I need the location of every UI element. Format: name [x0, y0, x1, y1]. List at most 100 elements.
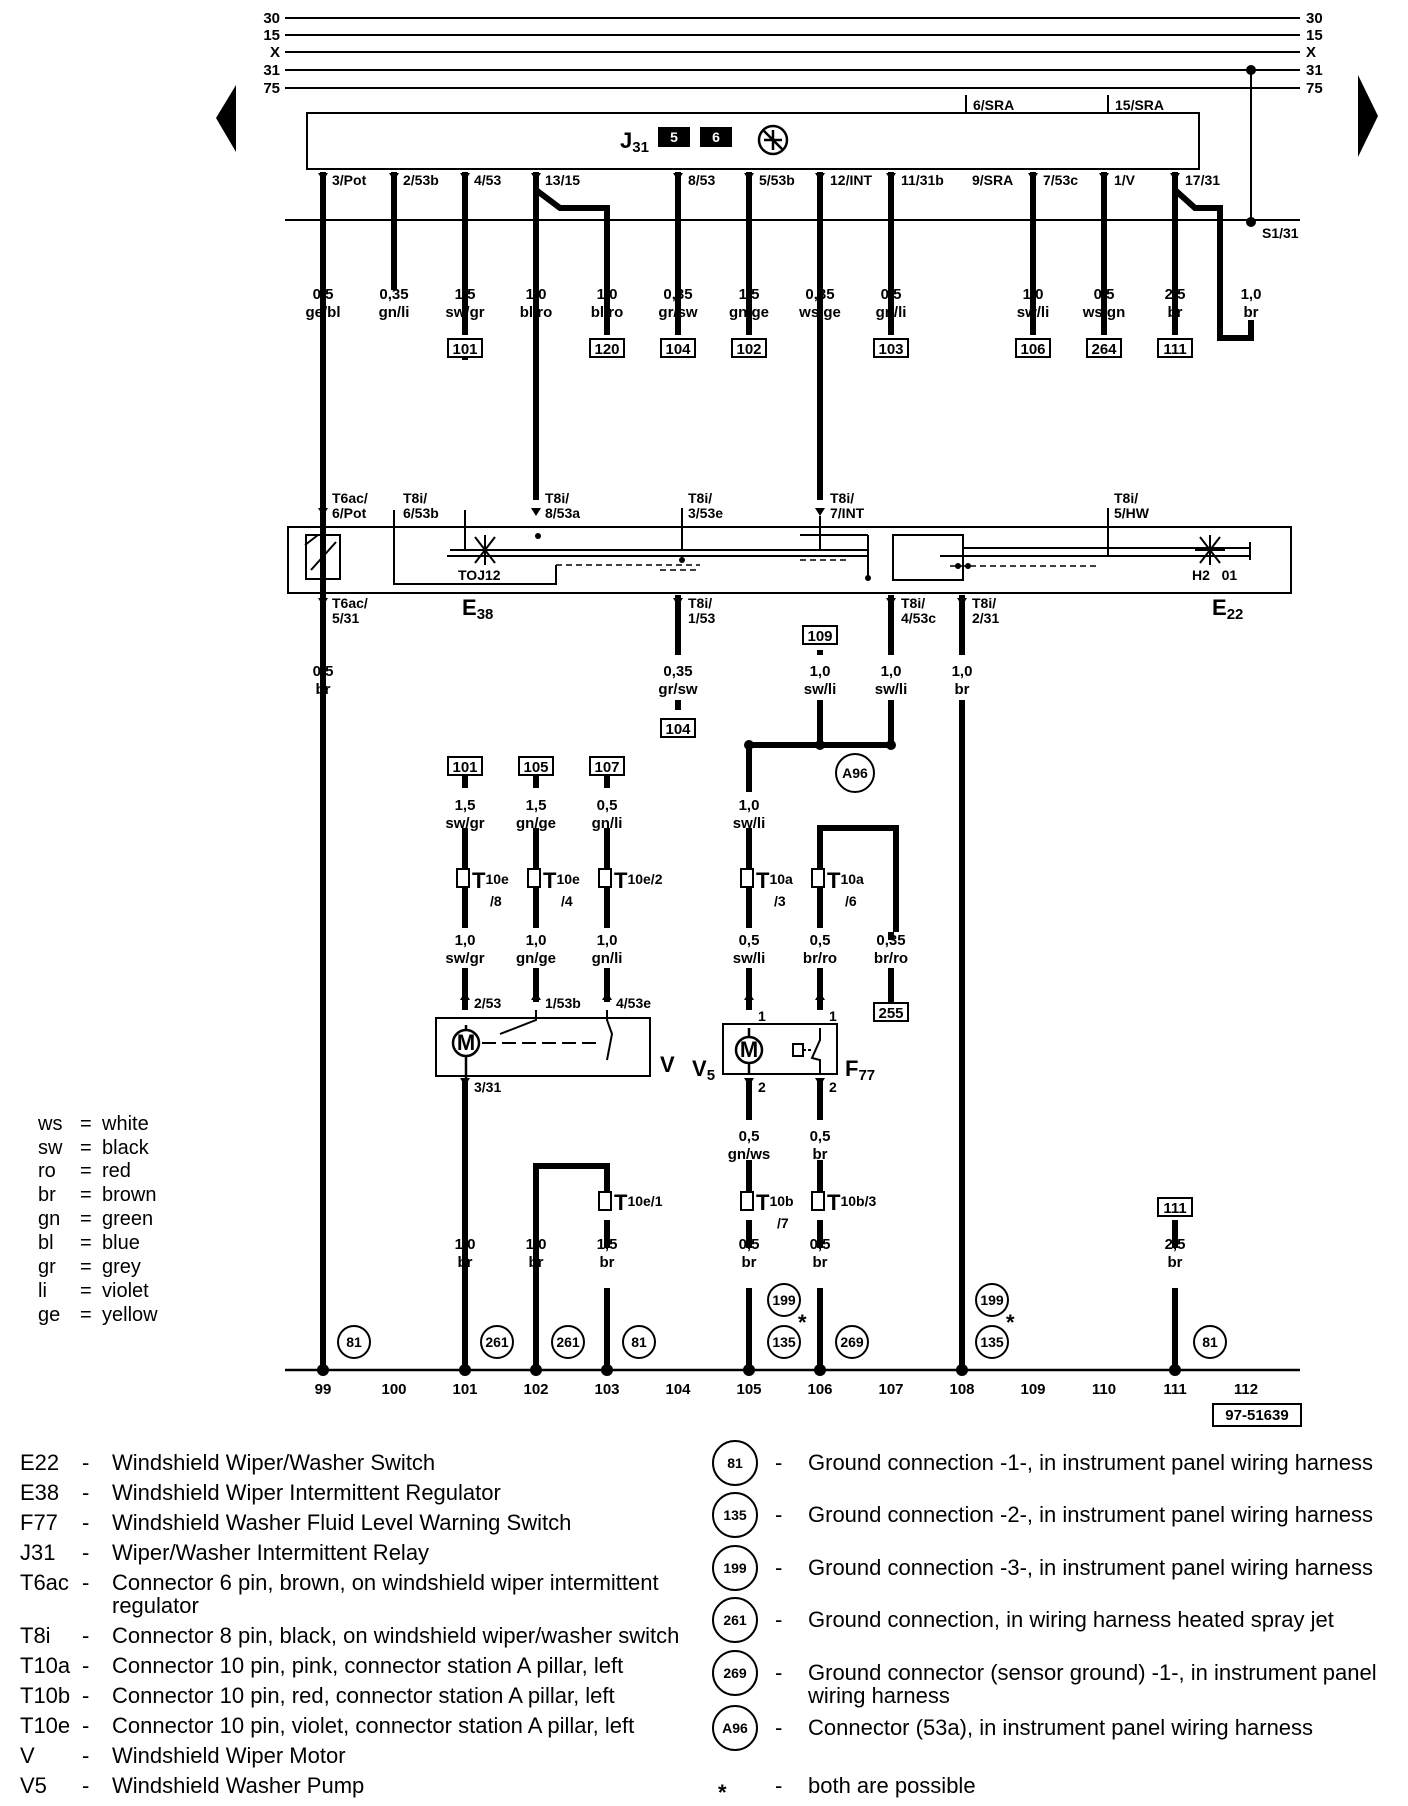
- color-key-name: yellow: [102, 1304, 158, 1326]
- connector-label: T10e/1: [614, 1190, 663, 1215]
- color-key-eq: =: [80, 1184, 92, 1206]
- ground-circle-label[interactable]: 199: [772, 1292, 796, 1308]
- ref-box[interactable]: 111: [1163, 1200, 1186, 1217]
- wire-size: 1,0: [810, 663, 831, 680]
- relay-pin-label: 3/Pot: [332, 172, 367, 188]
- wire-color: sw/li: [733, 950, 766, 967]
- wire-color: sw/gr: [445, 950, 484, 967]
- color-key-eq: =: [80, 1160, 92, 1182]
- wire-color: sw/li: [804, 681, 837, 698]
- switch-pin-label: 5/31: [332, 610, 359, 626]
- color-key-name: red: [102, 1160, 131, 1182]
- legend-dash: -: [775, 1450, 782, 1475]
- switch-pin-label: T8i/: [1114, 490, 1138, 506]
- ground-circle-label[interactable]: 81: [631, 1334, 647, 1350]
- color-key-abbr: ws: [37, 1113, 62, 1135]
- ref-box[interactable]: 120: [594, 341, 619, 358]
- ref-box[interactable]: 101: [452, 759, 477, 776]
- relay-pin-label: 8/53: [688, 172, 715, 188]
- ref-box[interactable]: 102: [736, 341, 761, 358]
- ref-box[interactable]: 105: [523, 759, 548, 776]
- wire-size: 1,5: [455, 286, 476, 303]
- ref-box[interactable]: 111: [1163, 341, 1186, 358]
- ground-number: 112: [1234, 1381, 1258, 1398]
- ref-box[interactable]: 104: [665, 341, 691, 358]
- ref-box[interactable]: 101: [452, 341, 477, 358]
- wire-color: br: [529, 1254, 544, 1271]
- wire-color: gr/sw: [658, 681, 698, 698]
- ground-circle-label[interactable]: 199: [980, 1292, 1004, 1308]
- ground-wire-labels: 1,0 br 1,0 br 1,5 br 0,5 br 0,5 br 2,5 b…: [455, 1236, 1186, 1271]
- color-key-name: grey: [102, 1256, 141, 1278]
- wire-color: br: [742, 1254, 757, 1271]
- wire-size: 0,35: [805, 286, 834, 303]
- ref-box[interactable]: 104: [665, 721, 691, 738]
- legend-code: T10a: [20, 1653, 71, 1678]
- legend-right: 81 - Ground connection -1-, in instrumen…: [712, 1440, 1377, 1805]
- wire-color: gn/ge: [516, 950, 556, 967]
- ref-box[interactable]: 255: [878, 1005, 903, 1022]
- nav-right-arrow-icon[interactable]: [1358, 75, 1378, 157]
- wire-color: gn/ge: [516, 815, 556, 832]
- ref-box[interactable]: 109: [807, 628, 832, 645]
- motor-pin: 1/53b: [545, 995, 581, 1011]
- legend-code: E22: [20, 1450, 59, 1475]
- ground-circle-label[interactable]: 81: [346, 1334, 362, 1350]
- legend-circle-code: A96: [722, 1720, 748, 1736]
- ref-box[interactable]: 106: [1020, 341, 1045, 358]
- ref-box[interactable]: 264: [1091, 341, 1117, 358]
- legend-dash: -: [775, 1502, 782, 1527]
- ground-number: 108: [949, 1381, 974, 1398]
- wire-color: bl/ro: [520, 304, 553, 321]
- relay-pins: 3/Pot 2/53b 4/53 13/15 8/53 5/53b 12/INT…: [332, 172, 1220, 188]
- relay-pin-label: 12/INT: [830, 172, 872, 188]
- nav-left-arrow-icon[interactable]: [216, 85, 236, 152]
- ground-circle-label[interactable]: 81: [1202, 1334, 1218, 1350]
- color-key-name: blue: [102, 1232, 140, 1254]
- legend-dash: -: [82, 1510, 89, 1535]
- bus-label-30-right: 30: [1306, 10, 1323, 27]
- legend-dash: -: [82, 1773, 89, 1798]
- motor-pin: 3/31: [474, 1079, 501, 1095]
- wire-size: 0,5: [739, 932, 760, 949]
- bus-labels-left: 30 15 X 31 75: [263, 10, 280, 97]
- ground-number: 103: [594, 1381, 619, 1398]
- ground-circle-label[interactable]: 135: [772, 1334, 796, 1350]
- ground-number: 111: [1163, 1381, 1186, 1398]
- legend-circle-code: 135: [723, 1507, 747, 1523]
- legend-code: T10e: [20, 1713, 70, 1738]
- wire-color: br: [1168, 1254, 1183, 1271]
- component-v-label: V: [660, 1052, 675, 1077]
- wire-color: ws/ge: [798, 304, 841, 321]
- ground-a96[interactable]: A96: [842, 765, 868, 781]
- legend-circle-code: 269: [723, 1665, 747, 1681]
- wire-size: 2,5: [1165, 1236, 1186, 1253]
- legend-circle-code: 261: [723, 1612, 747, 1628]
- connector-pin: /8: [490, 893, 502, 909]
- wire-size: 1,0: [455, 932, 476, 949]
- wire-color: br/ro: [874, 950, 908, 967]
- wire-color: br: [316, 681, 331, 698]
- ground-circle-label[interactable]: 261: [485, 1334, 509, 1350]
- legend-desc: Windshield Washer Pump: [112, 1773, 364, 1798]
- ground-circle-label[interactable]: 269: [840, 1334, 864, 1350]
- ground-circle-label[interactable]: 261: [556, 1334, 580, 1350]
- switch-pin-label: T8i/: [830, 490, 854, 506]
- wire-size: 1,5: [597, 1236, 618, 1253]
- top-ref-boxes: 101 120 104 102 103 106 264 111: [447, 338, 1193, 358]
- wire-size: 0,35: [876, 932, 905, 949]
- color-key-eq: =: [80, 1137, 92, 1159]
- ref-box[interactable]: 107: [594, 759, 619, 776]
- legend-dash: -: [82, 1683, 89, 1708]
- ground-circle-label[interactable]: 135: [980, 1334, 1004, 1350]
- wire-color: br/ro: [803, 950, 837, 967]
- relay-pin-arrows: [318, 173, 1180, 181]
- diagram-id: 97-51639: [1225, 1407, 1288, 1424]
- relay-j31: J31 5 6: [306, 112, 1200, 170]
- wire-color: ws/gn: [1082, 304, 1126, 321]
- motor-symbol-label: M: [457, 1030, 475, 1055]
- ref-box[interactable]: 103: [878, 341, 903, 358]
- motor-pin: 4/53e: [616, 995, 651, 1011]
- legend-dash: -: [775, 1607, 782, 1632]
- wire-size: 0,5: [1094, 286, 1115, 303]
